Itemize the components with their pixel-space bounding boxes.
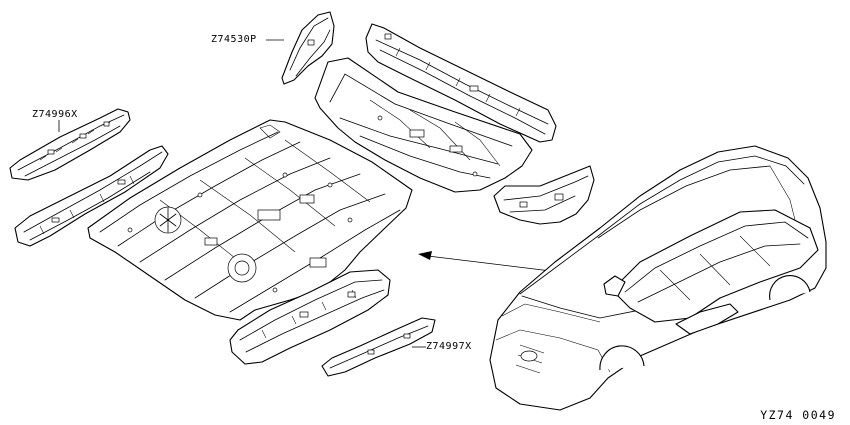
front-floor-panel — [87, 119, 413, 321]
right-small-floor-member — [321, 317, 436, 377]
right-front-floor-member — [229, 269, 391, 365]
rear-floor-side-bracket — [493, 165, 595, 225]
rear-floor-pan — [314, 57, 533, 193]
diagram-code: YZ74 0049 — [760, 408, 836, 422]
rear-floor-side-panel — [281, 11, 335, 85]
front-left-floor-member — [9, 108, 131, 181]
rear-cross-member — [365, 23, 557, 143]
callout-front-left-member: Z74996X — [32, 109, 78, 120]
callout-rear-floor-side: Z74530P — [211, 34, 257, 45]
left-side-sill-member — [14, 145, 169, 247]
callout-front-right-member: Z74997X — [426, 341, 472, 352]
callout-leaders — [58, 39, 426, 348]
vehicle-silhouette — [489, 145, 827, 411]
